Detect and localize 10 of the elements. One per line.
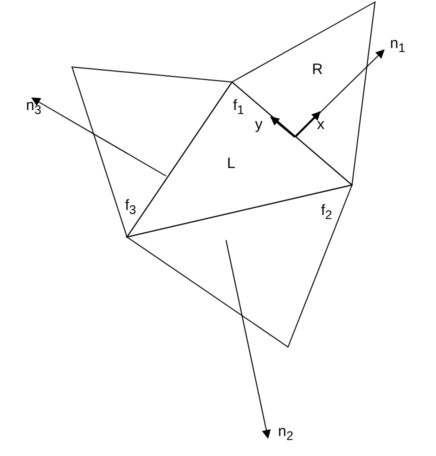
normal-label: n$_{1}$ — [390, 36, 406, 56]
face-label: f$_{3}$ — [125, 198, 136, 218]
triangle-label: R — [312, 62, 323, 78]
axis-label: y — [255, 117, 262, 133]
normal-label: n$_{2}$ — [278, 424, 294, 444]
axis-label: x — [317, 117, 324, 133]
normal-label: n$_{3}$ — [26, 98, 42, 118]
face-label: f$_{2}$ — [321, 203, 332, 223]
triangle-label: L — [227, 156, 236, 172]
face-label: f$_{1}$ — [233, 98, 244, 118]
